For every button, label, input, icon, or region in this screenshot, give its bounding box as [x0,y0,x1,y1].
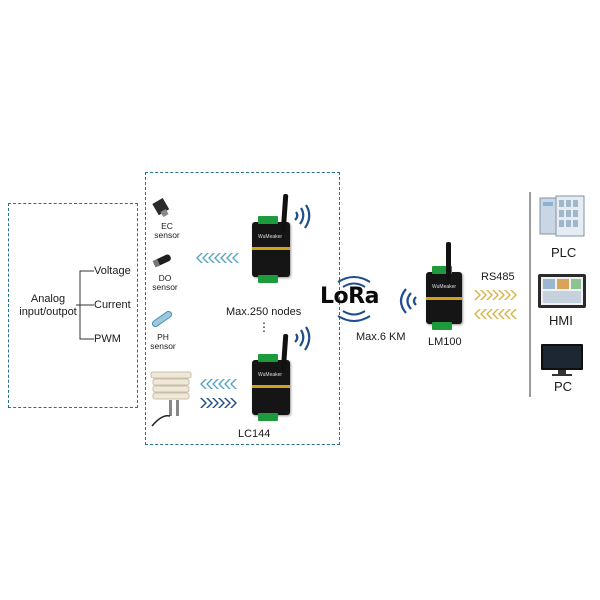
signal-waves-gateway [399,288,417,314]
upper-node-input-arrow [196,253,239,263]
lower-node-output-arrow [200,398,237,408]
analog-bracket [76,270,94,340]
terminal-block-bottom [258,275,278,283]
range-label: Max.6 KM [356,331,406,343]
device-stripe [426,297,462,300]
device-brand: WuMeaker [258,234,283,240]
analog-title-line2: input/outpot [19,306,77,318]
rs485-output-arrow [474,290,517,300]
weather-station-icon [150,371,192,427]
signal-waves-upper-node [294,204,311,229]
do-sensor-label-line1: DO [158,273,172,283]
do-sensor-icon [152,254,171,268]
device-stripe [252,247,290,250]
terminal-block-top [432,266,452,274]
hmi-label: HMI [549,313,573,328]
rs485-input-arrow [474,309,517,319]
ph-sensor-icon [151,310,173,328]
lm100-label: LM100 [428,336,462,348]
bus-line [529,192,531,397]
current-label: Current [94,299,131,311]
analog-io-box [8,203,138,408]
hmi-icon [538,274,586,308]
antenna [446,242,451,280]
sensor-node-box [145,172,340,445]
plc-icon [539,195,585,237]
voltage-label: Voltage [94,265,131,277]
device-brand: WuMeaker [432,284,457,290]
ec-sensor-label-line1: EC [161,221,173,231]
pc-monitor-icon [541,344,583,376]
terminal-block-top [258,216,278,224]
plc-label: PLC [551,245,577,260]
analog-title-line1: Analog [30,293,66,305]
lm100-gateway: WuMeaker [426,242,462,330]
ph-sensor-label: PH sensor [148,333,178,351]
ph-sensor-label-line1: PH [157,332,169,342]
ec-sensor-icon [152,197,170,218]
signal-waves-lower-node [294,326,311,351]
lc144-node-upper: WuMeaker [252,193,290,283]
lora-logo: LoRa [320,284,379,309]
pc-label: PC [554,379,573,394]
ec-sensor-label-line2: sensor [154,230,180,240]
lc144-node-lower: WuMeaker [252,333,290,421]
lora-signal-icon [337,276,371,322]
do-sensor-label: DO sensor [150,274,180,292]
ph-sensor-label-line2: sensor [150,341,176,351]
terminal-block-bottom [432,322,452,330]
lc144-label: LC144 [238,428,271,440]
terminal-block-top [258,354,278,362]
analog-title: Analog input/outpot [18,293,78,319]
nodes-ellipsis: ⋮ [258,320,270,334]
pwm-label: PWM [94,333,121,345]
ec-sensor-label: EC sensor [152,222,182,240]
rs485-label: RS485 [481,271,515,283]
device-brand: WuMeaker [258,372,283,378]
lower-node-input-arrow [200,379,237,389]
device-stripe [252,385,290,388]
terminal-block-bottom [258,413,278,421]
max-nodes-label: Max.250 nodes [226,306,302,318]
do-sensor-label-line2: sensor [152,282,178,292]
